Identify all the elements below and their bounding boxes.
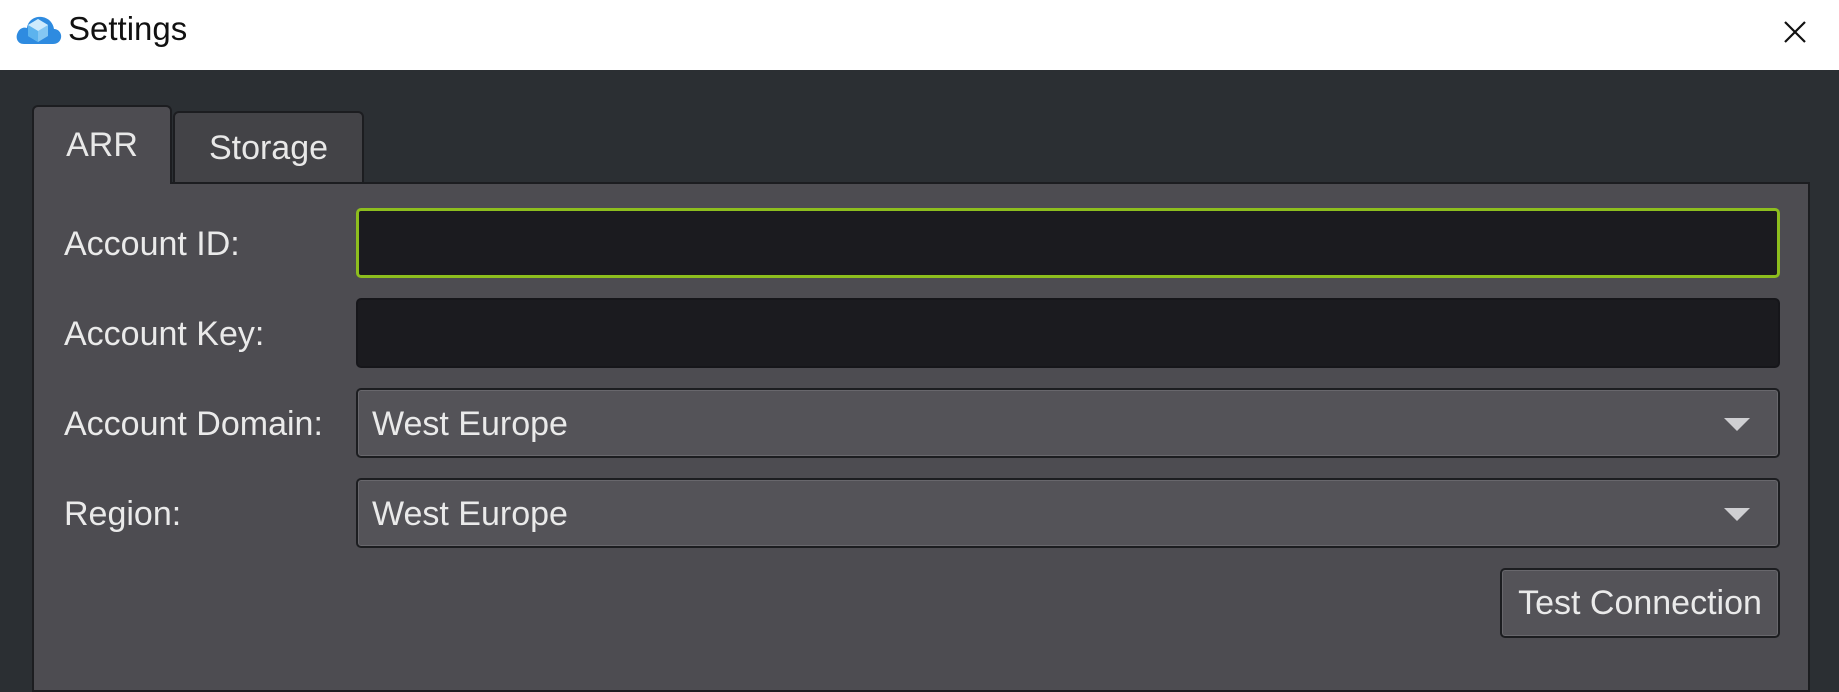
tab-arr-label: ARR [66,126,138,164]
account-domain-dropdown[interactable]: West Europe [356,388,1780,458]
region-label: Region: [64,495,182,533]
account-domain-value: West Europe [372,405,568,443]
test-connection-button[interactable]: Test Connection [1500,568,1780,638]
close-button[interactable] [1775,12,1815,52]
account-key-label: Account Key: [64,315,265,353]
account-id-input[interactable] [356,208,1780,278]
account-key-input[interactable] [356,298,1780,368]
chevron-down-icon [1724,508,1750,521]
settings-workspace: ARR Storage Account ID: Account Key: Acc… [0,70,1839,692]
account-id-label: Account ID: [64,225,240,263]
region-value: West Europe [372,495,568,533]
arr-settings-panel: Account ID: Account Key: Account Domain:… [32,182,1810,692]
tab-storage-label: Storage [208,128,329,167]
account-domain-label: Account Domain: [64,405,323,443]
window-title: Settings [68,10,188,47]
cloud-cube-icon [16,16,62,44]
tab-arr[interactable]: ARR [32,105,172,184]
chevron-down-icon [1724,418,1750,431]
close-icon [1784,21,1806,43]
tab-storage[interactable]: Storage [173,111,364,183]
title-bar: Settings [0,0,1839,70]
region-dropdown[interactable]: West Europe [356,478,1780,548]
